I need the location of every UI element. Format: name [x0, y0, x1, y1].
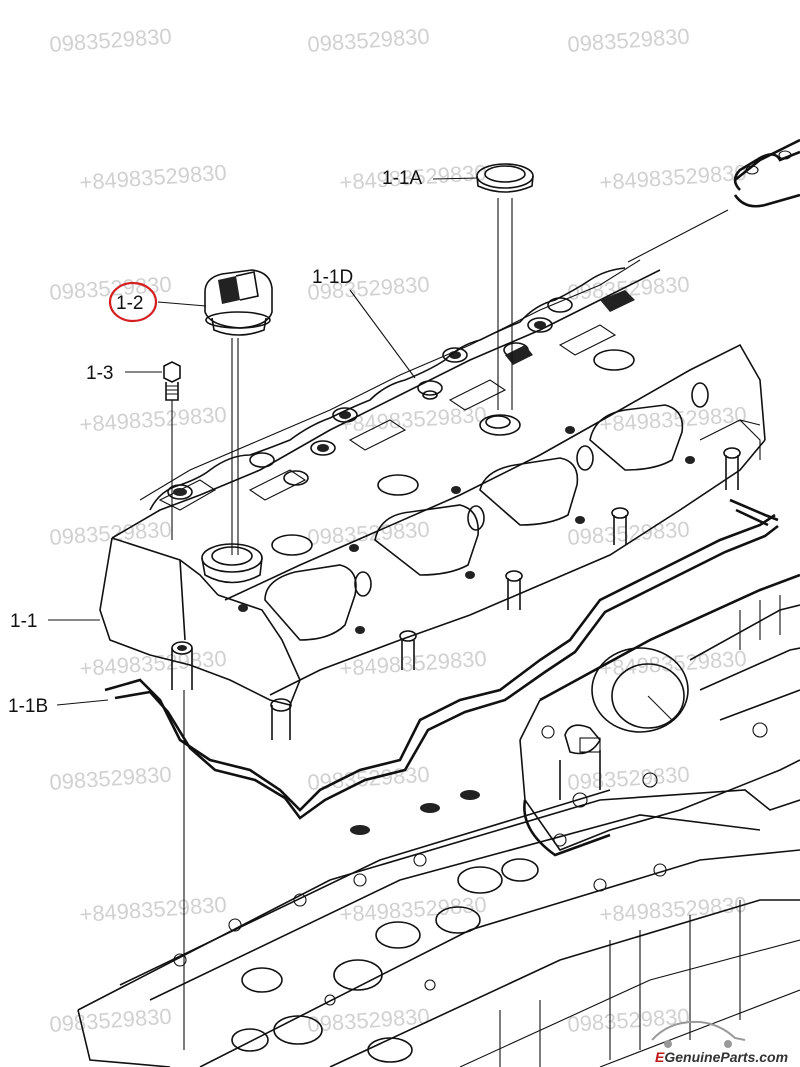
callout-1-1[interactable]: 1-1 — [10, 611, 37, 632]
wheel-icon — [724, 1040, 732, 1048]
watermark-phone: 0983529830 — [307, 517, 431, 550]
watermark-phone-intl: +84983529830 — [79, 646, 228, 681]
watermark-phone: 0983529830 — [49, 1004, 173, 1037]
watermark-phone: 0983529830 — [49, 24, 173, 57]
watermark-phone-intl: +84983529830 — [599, 160, 748, 195]
watermark-phone-intl: +84983529830 — [339, 646, 488, 681]
callout-1-2[interactable]: 1-2 — [116, 293, 143, 314]
watermark-phone-intl: +84983529830 — [339, 892, 488, 927]
watermark-phone-intl: +84983529830 — [599, 402, 748, 437]
callout-1-1a[interactable]: 1-1A — [382, 168, 422, 189]
bolt-1-3-drawing — [163, 361, 181, 540]
right-bank-cover-drawing — [519, 573, 800, 857]
callout-1-3[interactable]: 1-3 — [86, 363, 113, 384]
leader-lines — [48, 177, 479, 706]
watermark-phone-intl: +84983529830 — [599, 892, 748, 927]
watermark-phone-intl: +84983529830 — [79, 402, 228, 437]
watermark-phone-intl: +84983529830 — [339, 402, 488, 437]
car-silhouette-icon — [651, 1020, 746, 1041]
wheel-icon — [664, 1040, 672, 1048]
watermark-phone: 0983529830 — [307, 1004, 431, 1037]
brand-logo-initial: E — [655, 1049, 665, 1065]
egenuineparts-logo: EGenuineParts.com — [651, 1020, 788, 1065]
brand-logo-name: GenuineParts.com — [664, 1049, 788, 1065]
valve-cover-1-1-drawing — [99, 259, 766, 740]
watermark-phone: 0983529830 — [567, 24, 691, 57]
watermark-phone: 0983529830 — [567, 762, 691, 795]
right-bank-gasket-drawing — [627, 138, 800, 263]
callout-1-1b[interactable]: 1-1B — [8, 696, 48, 717]
callout-1-1d[interactable]: 1-1D — [312, 267, 353, 288]
callout-1-2-highlight-circle — [108, 281, 158, 323]
watermark-phone: 0983529830 — [49, 762, 173, 795]
watermark-phone-intl: +84983529830 — [79, 892, 228, 927]
cylinder-head-drawing — [77, 789, 800, 1067]
seal-1-1a-drawing — [476, 163, 534, 410]
watermark-phone: 0983529830 — [567, 517, 691, 550]
watermark-phone: 0983529830 — [307, 24, 431, 57]
oil-filler-cap-1-2-drawing — [204, 269, 273, 555]
brand-logo-text: EGenuineParts.com — [655, 1049, 788, 1065]
watermark-phone: 0983529830 — [567, 1004, 691, 1037]
watermark-phone-intl: +84983529830 — [79, 160, 228, 195]
valve-cover-gasket-1-1b-drawing — [104, 498, 779, 820]
